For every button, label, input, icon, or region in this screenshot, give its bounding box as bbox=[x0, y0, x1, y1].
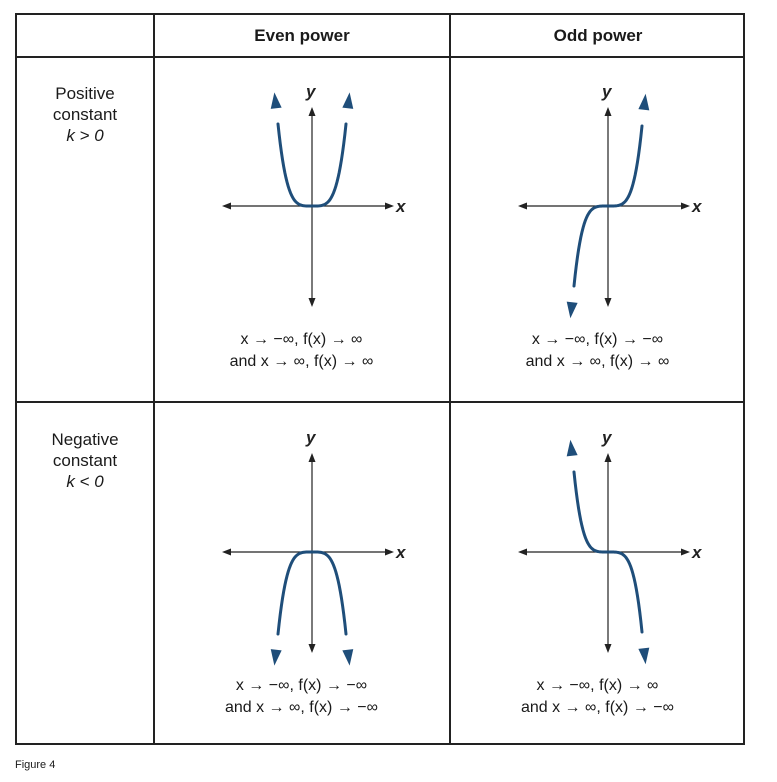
end-behavior-even-negative: x → −∞, f(x) → −∞ and x → ∞, f(x) → −∞ bbox=[155, 675, 448, 719]
row-header-line: Positive bbox=[55, 84, 115, 103]
y-axis-arrow bbox=[308, 453, 316, 462]
row-divider bbox=[17, 56, 743, 58]
curve-end-arrow bbox=[342, 92, 354, 109]
row-divider bbox=[17, 401, 743, 403]
limit-line: and x → ∞, f(x) → ∞ bbox=[525, 353, 670, 370]
row-header-line: Negative bbox=[51, 430, 119, 449]
y-axis-label: y bbox=[601, 428, 613, 447]
curve-end-arrow bbox=[566, 439, 578, 457]
column-divider bbox=[153, 15, 155, 743]
limit-line: and x → ∞, f(x) → −∞ bbox=[520, 699, 675, 716]
polynomial-curve bbox=[572, 470, 644, 634]
graph-even-negative: xy bbox=[222, 428, 407, 666]
curve-end-arrow bbox=[270, 649, 282, 666]
column-header-even: Even power bbox=[254, 26, 350, 45]
row-header-line: constant bbox=[52, 105, 118, 124]
figure-caption: Figure 4 bbox=[15, 759, 56, 771]
limit-line: and x → ∞, f(x) → ∞ bbox=[229, 353, 374, 370]
y-axis-label: y bbox=[305, 428, 317, 447]
x-axis-arrow bbox=[385, 202, 394, 210]
y-axis-arrow bbox=[604, 644, 612, 653]
curve-end-arrow bbox=[566, 301, 578, 319]
end-behavior-odd-negative: x → −∞, f(x) → ∞ and x → ∞, f(x) → −∞ bbox=[451, 675, 744, 719]
polynomial-curve bbox=[276, 550, 348, 636]
y-axis-arrow bbox=[308, 298, 316, 307]
graph-odd-positive: xy bbox=[518, 82, 703, 319]
y-axis-arrow bbox=[308, 107, 316, 116]
y-axis-arrow bbox=[604, 298, 612, 307]
curve-end-arrow bbox=[270, 92, 282, 109]
x-axis-label: x bbox=[395, 543, 407, 562]
y-axis-label: y bbox=[305, 82, 317, 101]
row-header-condition: k > 0 bbox=[66, 126, 104, 145]
limit-line: x → −∞, f(x) → ∞ bbox=[240, 331, 363, 348]
x-axis-label: x bbox=[691, 543, 703, 562]
behavior-table: Even power Odd power Positive constant k… bbox=[15, 13, 745, 745]
curve-end-arrow bbox=[638, 647, 650, 665]
polynomial-curve bbox=[572, 124, 644, 288]
x-axis-arrow bbox=[222, 548, 231, 556]
y-axis-arrow bbox=[308, 644, 316, 653]
curve-end-arrow bbox=[342, 649, 354, 666]
x-axis-arrow bbox=[222, 202, 231, 210]
row-header-positive: Positive constant k > 0 bbox=[17, 83, 153, 146]
x-axis-arrow bbox=[518, 202, 527, 210]
limit-line: x → −∞, f(x) → −∞ bbox=[531, 331, 664, 348]
graph-even-positive: xy bbox=[222, 82, 407, 307]
row-header-negative: Negative constant k < 0 bbox=[17, 429, 153, 492]
x-axis-arrow bbox=[518, 548, 527, 556]
x-axis-arrow bbox=[681, 202, 690, 210]
x-axis-arrow bbox=[385, 548, 394, 556]
graph-odd-negative: xy bbox=[518, 428, 703, 665]
column-header-odd: Odd power bbox=[553, 26, 643, 45]
limit-line: x → −∞, f(x) → ∞ bbox=[536, 677, 659, 694]
column-divider bbox=[449, 15, 451, 743]
row-header-line: constant bbox=[52, 451, 118, 470]
row-header-condition: k < 0 bbox=[66, 472, 104, 491]
end-behavior-even-positive: x → −∞, f(x) → ∞ and x → ∞, f(x) → ∞ bbox=[155, 329, 448, 373]
limit-line: x → −∞, f(x) → −∞ bbox=[235, 677, 368, 694]
end-behavior-odd-positive: x → −∞, f(x) → −∞ and x → ∞, f(x) → ∞ bbox=[451, 329, 744, 373]
limit-line: and x → ∞, f(x) → −∞ bbox=[224, 699, 379, 716]
polynomial-curve bbox=[276, 122, 348, 208]
x-axis-arrow bbox=[681, 548, 690, 556]
y-axis-arrow bbox=[604, 107, 612, 116]
curve-end-arrow bbox=[638, 93, 650, 111]
y-axis-label: y bbox=[601, 82, 613, 101]
y-axis-arrow bbox=[604, 453, 612, 462]
x-axis-label: x bbox=[691, 197, 703, 216]
x-axis-label: x bbox=[395, 197, 407, 216]
